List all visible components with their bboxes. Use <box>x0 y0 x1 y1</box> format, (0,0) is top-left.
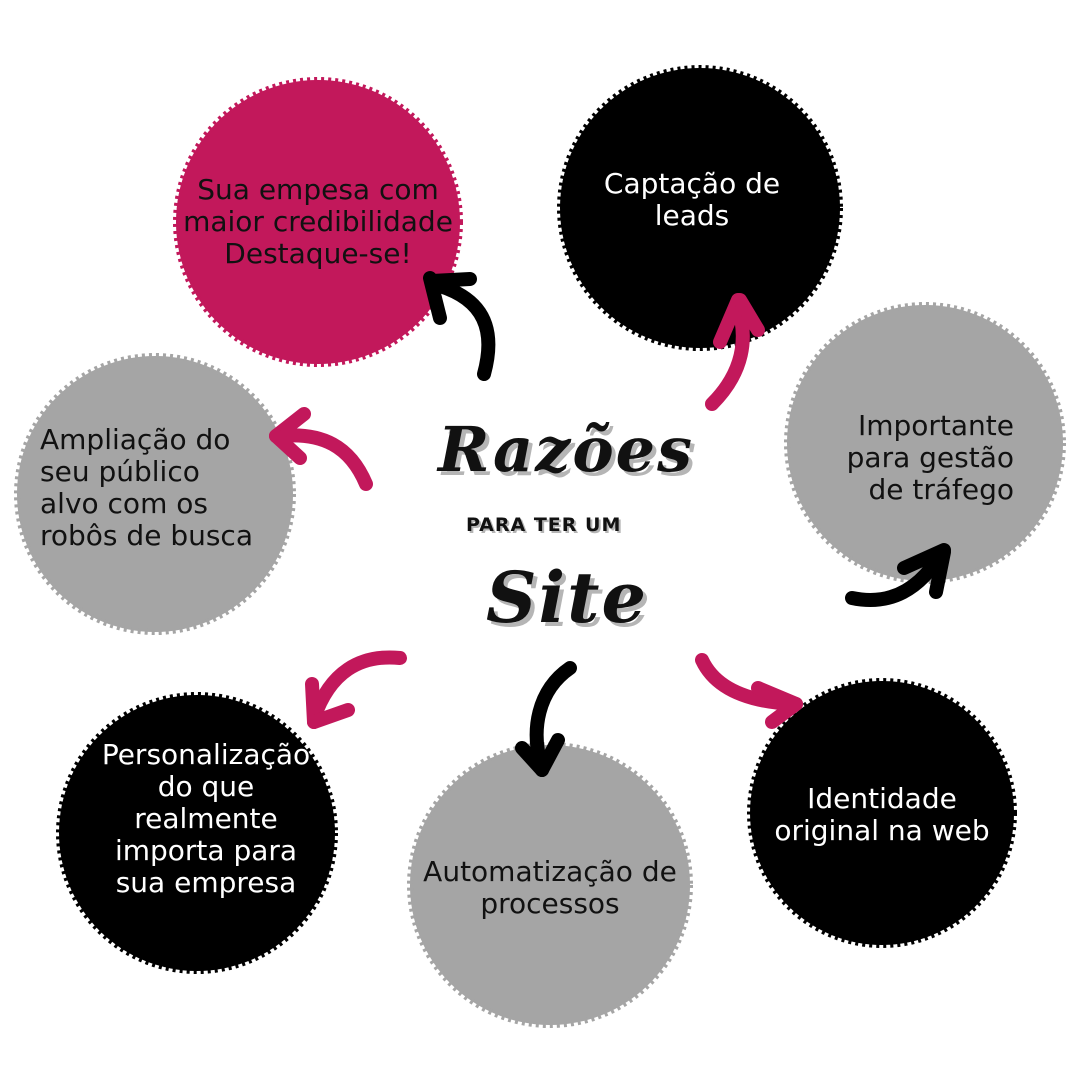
node-text-line: do que <box>157 770 255 803</box>
node-text-line: maior credibilidade <box>183 205 453 238</box>
title-razoes: Razões <box>438 413 695 486</box>
node-label-identidade: Identidade original na web <box>754 783 1010 847</box>
node-text-line: leads <box>654 199 730 232</box>
node-text-line: Identidade <box>807 782 957 815</box>
node-text-line: sua empresa <box>115 866 297 899</box>
node-text-line: importa para <box>114 834 298 867</box>
arrow-to-identidade <box>695 653 803 729</box>
node-text-line: Destaque-se! <box>224 237 412 270</box>
node-text-line: para gestão <box>846 441 1014 474</box>
node-text-line: Importante <box>857 409 1014 442</box>
circle-ampliacao <box>14 353 296 635</box>
arrow-to-personalizacao <box>305 650 407 729</box>
circle-credibilidade <box>173 77 463 367</box>
node-text-line: original na web <box>774 814 990 847</box>
arrow-to-automatizacao <box>515 661 577 777</box>
node-text-line: processos <box>480 887 620 920</box>
arrow-to-ampliacao <box>269 407 373 491</box>
circle-personalizacao <box>56 692 338 974</box>
node-text-line: robôs de busca <box>40 519 253 552</box>
circle-trafego <box>784 302 1066 584</box>
node-text-line: Sua empesa com <box>197 173 439 206</box>
node-text-line: Captação de <box>603 167 781 200</box>
node-text-line: Ampliação do <box>40 423 231 456</box>
node-text-line: de tráfego <box>868 473 1014 506</box>
title-para-ter-um: PARA TER UM <box>466 514 622 536</box>
node-text-line: Personalização <box>101 738 311 771</box>
arrow-to-trafego <box>845 543 951 607</box>
node-text-line: Automatização de <box>423 855 677 888</box>
node-label-automatizacao: Automatização de processos <box>406 856 694 920</box>
arrow-to-leads <box>705 293 765 411</box>
node-label-leads: Captação de leads <box>580 168 804 232</box>
circle-identidade <box>747 678 1017 948</box>
node-text-line: realmente <box>134 802 278 835</box>
node-label-credibilidade: Sua empesa com maior credibilidade Desta… <box>170 174 466 270</box>
node-label-personalizacao: Personalização do que realmente importa … <box>84 739 328 899</box>
node-text-line: seu público <box>40 455 200 488</box>
title-site: Site <box>486 556 649 639</box>
arrow-to-credibilidade <box>423 271 496 381</box>
node-label-trafego: Importante para gestão de tráfego <box>810 410 1014 506</box>
node-text-line: alvo com os <box>40 487 208 520</box>
node-label-ampliacao: Ampliação do seu público alvo com os rob… <box>40 424 280 552</box>
circle-leads <box>557 65 843 351</box>
